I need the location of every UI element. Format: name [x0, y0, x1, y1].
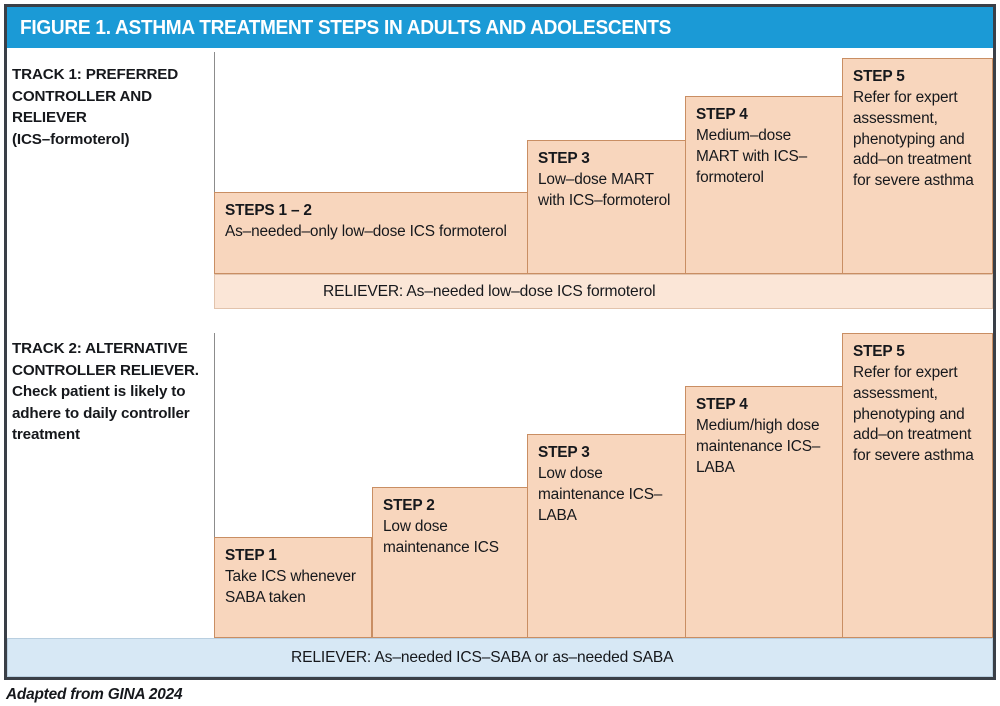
track-1-step-box-1[interactable]: STEPS 1 – 2 As–needed–only low–dose ICS …: [214, 192, 529, 274]
track-2-reliever-text: RELIEVER: As–needed ICS–SABA or as–neede…: [291, 648, 674, 666]
track-1-reliever-bar: RELIEVER: As–needed low–dose ICS formote…: [214, 274, 993, 309]
track-2-reliever-bar: RELIEVER: As–needed ICS–SABA or as–neede…: [7, 638, 993, 677]
track-2-step-1-body: Take ICS whenever SABA taken: [225, 568, 356, 606]
track-1-step-1-body: As–needed–only low–dose ICS formoterol: [225, 223, 507, 241]
track-1-step-5-title: STEP 5: [853, 68, 905, 85]
track-1-label-line-4: (ICS–formoterol): [12, 130, 130, 148]
track-1-step-5-body: Refer for expert assessment, phenotyping…: [853, 89, 974, 189]
track-2-step-3-title: STEP 3: [538, 444, 590, 461]
track-1-step-box-4[interactable]: STEP 4 Medium–dose MART with ICS–formote…: [685, 96, 844, 274]
track-2-label-line-2: CONTROLLER RELIEVER.: [12, 361, 199, 379]
track-2-step-box-3[interactable]: STEP 3 Low dose maintenance ICS–LABA: [527, 434, 687, 638]
track-1-step-3-body: Low–dose MART with ICS–formoterol: [538, 171, 671, 209]
track-2-step-4-title: STEP 4: [696, 396, 748, 413]
figure-source-note: Adapted from GINA 2024: [6, 686, 183, 703]
figure-frame: [4, 4, 996, 680]
track-1-step-4-body: Medium–dose MART with ICS–formoterol: [696, 127, 808, 186]
track-2-label-line-1: TRACK 2: ALTERNATIVE: [12, 340, 188, 357]
track-1-label-line-3: RELIEVER: [12, 109, 87, 127]
track-2-step-box-5[interactable]: STEP 5 Refer for expert assessment, phen…: [842, 333, 993, 638]
track-2-label: TRACK 2: ALTERNATIVE CONTROLLER RELIEVER…: [12, 338, 212, 446]
track-1-step-3-title: STEP 3: [538, 150, 590, 167]
figure-title: FIGURE 1. ASTHMA TREATMENT STEPS IN ADUL…: [20, 16, 672, 39]
track-1-label-line-1: TRACK 1: PREFERRED: [12, 66, 179, 83]
track-2-label-line-3: Check patient is likely to: [12, 383, 186, 401]
track-1-label: TRACK 1: PREFERRED CONTROLLER AND RELIEV…: [12, 64, 212, 150]
track-2-step-5-body: Refer for expert assessment, phenotyping…: [853, 364, 974, 464]
track-2-step-box-2[interactable]: STEP 2 Low dose maintenance ICS: [372, 487, 529, 638]
track-2-divider: [214, 333, 215, 637]
track-2-step-2-title: STEP 2: [383, 497, 435, 514]
track-2-label-line-5: treatment: [12, 426, 80, 444]
track-2-step-4-body: Medium/high dose maintenance ICS–LABA: [696, 417, 821, 476]
figure-header-bar: FIGURE 1. ASTHMA TREATMENT STEPS IN ADUL…: [7, 7, 993, 48]
track-1-step-box-3[interactable]: STEP 3 Low–dose MART with ICS–formoterol: [527, 140, 687, 274]
track-1-step-4-title: STEP 4: [696, 106, 748, 123]
track-1-reliever-text: RELIEVER: As–needed low–dose ICS formote…: [323, 282, 656, 300]
track-2-label-line-4: adhere to daily controller: [12, 404, 190, 422]
track-2-step-box-4[interactable]: STEP 4 Medium/high dose maintenance ICS–…: [685, 386, 844, 638]
track-2-step-1-title: STEP 1: [225, 547, 277, 564]
track-2-step-5-title: STEP 5: [853, 343, 905, 360]
track-1-label-line-2: CONTROLLER AND: [12, 87, 152, 105]
track-1-step-box-5[interactable]: STEP 5 Refer for expert assessment, phen…: [842, 58, 993, 274]
track-1-divider: [214, 52, 215, 274]
track-2-step-3-body: Low dose maintenance ICS–LABA: [538, 465, 663, 524]
track-1-step-1-title: STEPS 1 – 2: [225, 202, 312, 219]
track-2-step-box-1[interactable]: STEP 1 Take ICS whenever SABA taken: [214, 537, 372, 638]
track-2-step-2-body: Low dose maintenance ICS: [383, 518, 499, 556]
